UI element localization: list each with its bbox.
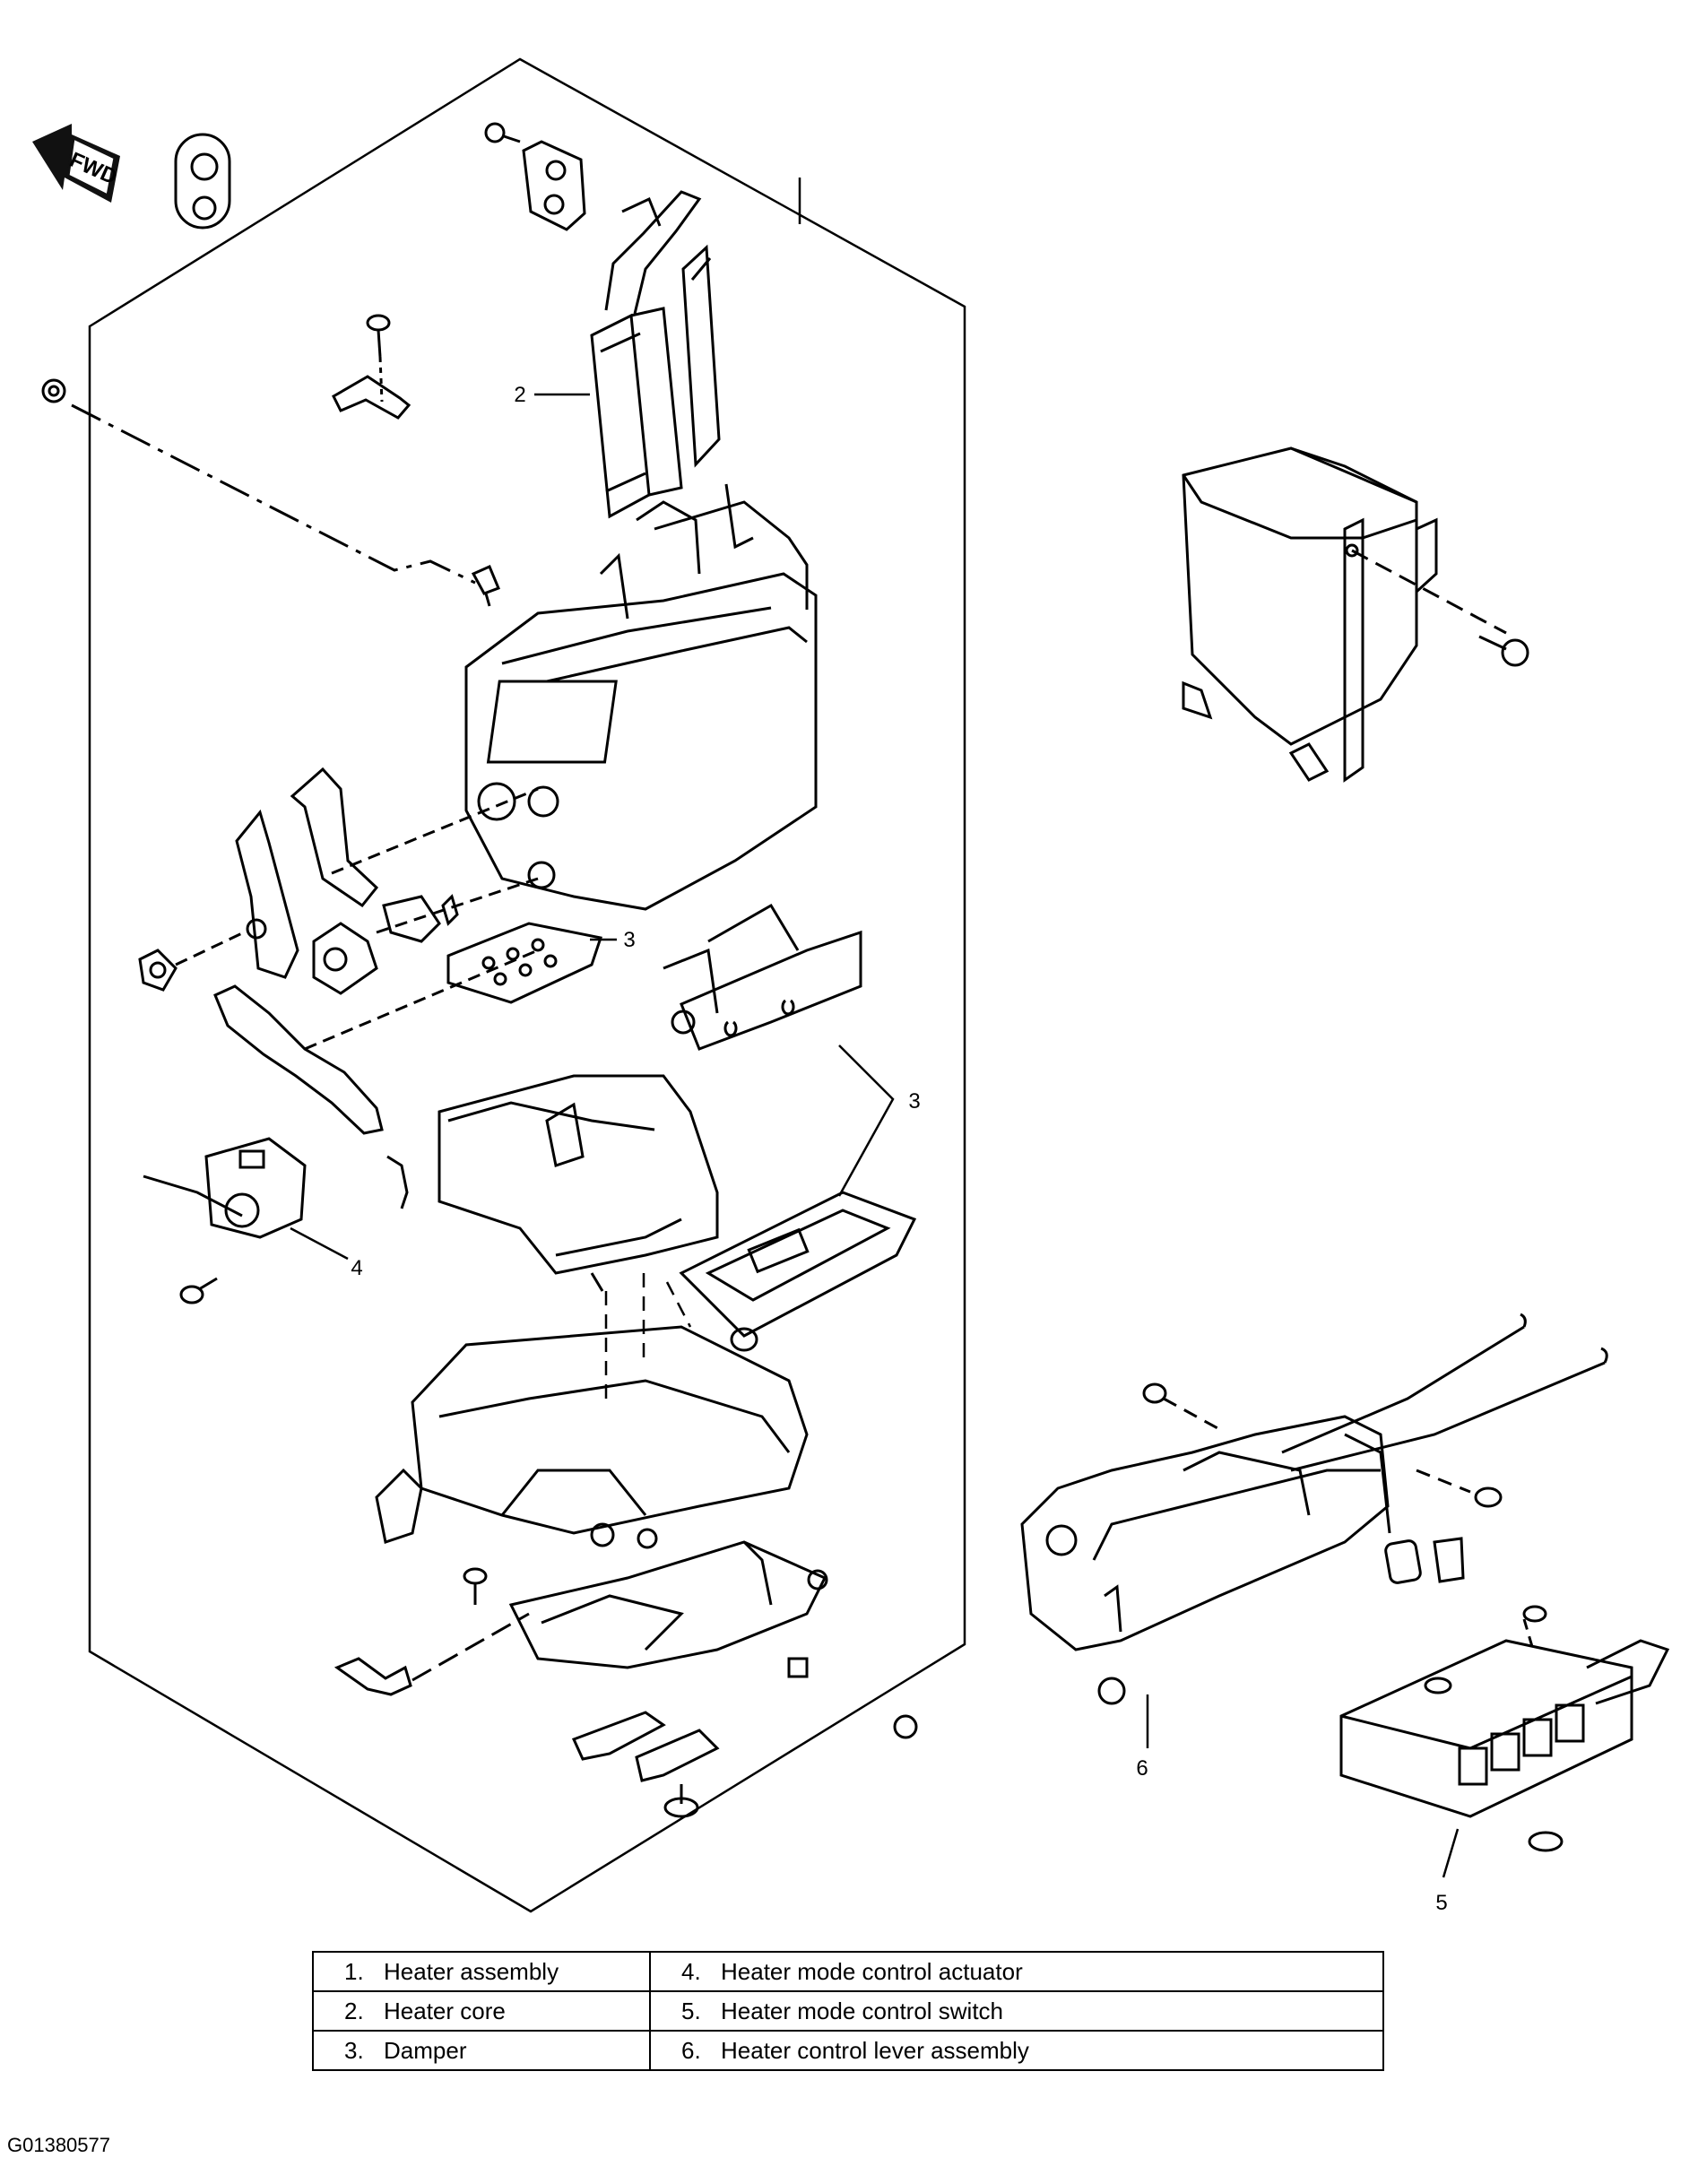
- legend-cell: 4.Heater mode control actuator: [649, 1951, 1384, 1992]
- callout-mode-actuator: 4: [351, 1256, 362, 1280]
- control-cables: [1281, 1313, 1608, 1472]
- screw-blower-part: [1351, 549, 1529, 667]
- heater-core-part: [590, 190, 721, 519]
- callout-heater-core: 2: [514, 383, 525, 407]
- fwd-arrow-icon: FWD: [32, 124, 121, 203]
- heater-case-upper: [464, 483, 818, 911]
- linkage-levers: [138, 767, 539, 1209]
- callout-damper-top: 3: [623, 928, 635, 952]
- heater-assembly-outline: [88, 57, 966, 1913]
- legend-cell: 5.Heater mode control switch: [649, 1990, 1384, 2032]
- small-parts-right: [1384, 1537, 1547, 1651]
- mode-actuator-part: [143, 1137, 307, 1239]
- heater-case-lower: [375, 1325, 809, 1549]
- mode-control-switch-part: [1339, 1639, 1670, 1852]
- callout-damper-right: 3: [908, 1089, 920, 1114]
- legend-row: 1.Heater assembly 4.Heater mode control …: [312, 1951, 1384, 1992]
- nut-left-part: [41, 378, 500, 607]
- screw-actuator-part: [179, 1277, 218, 1304]
- legend-cell: 6.Heater control lever assembly: [649, 2030, 1384, 2071]
- grommet-part: [174, 133, 231, 230]
- legend-cell: 3.Damper: [312, 2030, 651, 2071]
- screw-bottom-part: [334, 1567, 530, 1696]
- bottom-bracket-part: [508, 1540, 828, 1669]
- legend-row: 3.Damper 6.Heater control lever assembly: [312, 2030, 1384, 2071]
- screw-part: [484, 122, 586, 231]
- screw-lever-part: [1142, 1382, 1503, 1508]
- clamp-part: [332, 314, 412, 420]
- damper-frame-part: [663, 903, 862, 1051]
- figure-id: G01380577: [7, 2134, 110, 2156]
- control-lever-assembly-part: [1020, 1415, 1391, 1705]
- callout-control-lever: 6: [1136, 1756, 1148, 1781]
- legend-cell: 2.Heater core: [312, 1990, 651, 2032]
- parts-legend-table: 1.Heater assembly 4.Heater mode control …: [312, 1951, 1384, 2071]
- damper-plate-part: [446, 922, 602, 1004]
- legend-row: 2.Heater core 5.Heater mode control swit…: [312, 1990, 1384, 2032]
- blower-duct-part: [1182, 446, 1438, 783]
- heater-case-middle: [437, 1074, 719, 1292]
- callout-mode-switch: 5: [1435, 1891, 1447, 1915]
- legend-cell: 1.Heater assembly: [312, 1951, 651, 1992]
- linkage-plates-bottom: [571, 1657, 918, 1818]
- damper-lower-part: [679, 1191, 917, 1352]
